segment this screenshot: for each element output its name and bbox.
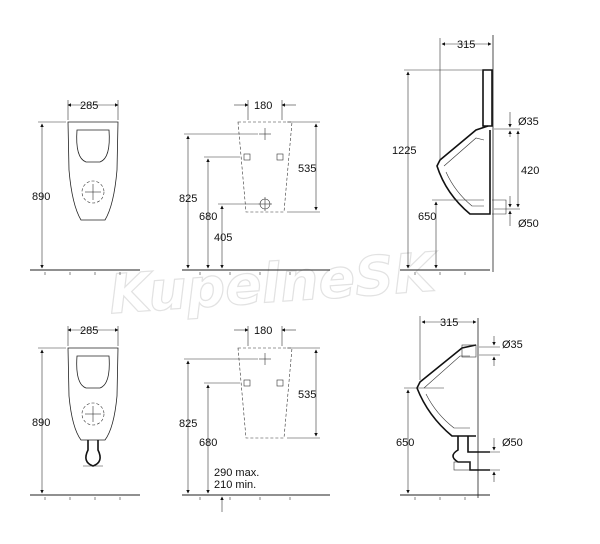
bottom-installation-view: 180 825 680 290 max. 210 min. 535 [179, 325, 330, 512]
top-installation-view: 180 825 680 405 535 [179, 100, 330, 275]
top-front-view: 285 890 [30, 100, 140, 275]
side-depth-label: 315 [440, 317, 458, 329]
inlet-spacing-label: 180 [254, 100, 272, 112]
height-680-label: 680 [199, 437, 217, 449]
inlet-diameter-label: Ø35 [502, 339, 523, 351]
pipe-height-label: 650 [396, 437, 414, 449]
watermark: KupelneSK [107, 240, 442, 326]
side-depth-label: 315 [457, 39, 475, 51]
outlet-diameter-label: Ø50 [518, 218, 539, 230]
outlet-min-label: 210 min. [214, 479, 256, 491]
outlet-diameter-label: Ø50 [502, 437, 523, 449]
outlet-max-label: 290 max. [214, 467, 259, 479]
pipe-spacing-label: 420 [521, 165, 539, 177]
height-825-label: 825 [179, 418, 197, 430]
height-405-label: 405 [214, 232, 232, 244]
inlet-spacing-label: 180 [254, 325, 272, 337]
front-width-label: 285 [80, 100, 98, 112]
inlet-diameter-label: Ø35 [518, 116, 539, 128]
front-height-label: 890 [32, 191, 50, 203]
height-680-label: 680 [199, 211, 217, 223]
span-535-label: 535 [298, 163, 316, 175]
bottom-side-view: 315 Ø35 650 Ø50 [396, 316, 523, 500]
front-height-label: 890 [32, 417, 50, 429]
total-height-label: 1225 [392, 145, 416, 157]
top-side-view: 315 1225 650 Ø35 420 Ø50 [392, 35, 539, 275]
bottom-front-view: 285 890 [30, 325, 140, 500]
span-535-label: 535 [298, 389, 316, 401]
front-width-label: 285 [80, 325, 98, 337]
height-825-label: 825 [179, 193, 197, 205]
pipe-height-label: 650 [418, 211, 436, 223]
